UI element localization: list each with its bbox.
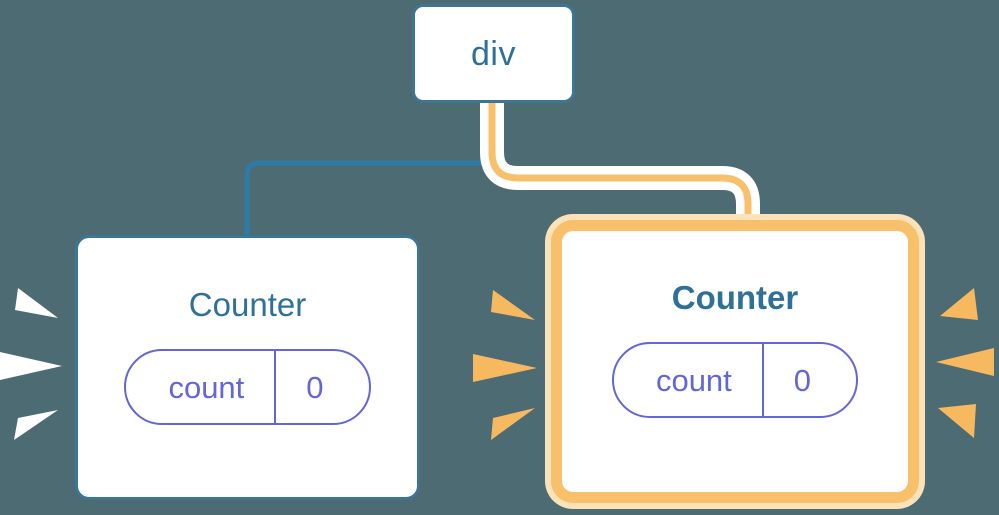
state-value: 0 [793,362,812,398]
edge-root-to-left [244,97,495,243]
node-counter-left[interactable]: Counter count 0 [75,235,420,500]
state-name: count [655,362,732,398]
burst-ray [473,354,537,382]
node-title: div [471,34,516,73]
burst-ray [940,288,978,320]
node-title: Counter [188,286,307,323]
burst-ray [0,352,62,380]
burst-right-outer [936,288,994,438]
burst-left-outer [0,288,62,440]
node-counter-right-highlight: Counter count 0 [545,214,925,509]
burst-ray [14,410,58,440]
edge-root-to-right [488,96,752,248]
state-divider [274,351,277,423]
node-div[interactable]: div [412,4,575,103]
burst-ray [491,408,535,440]
burst-center [473,290,537,440]
state-name: count [168,369,245,405]
state-value: 0 [306,369,324,405]
state-pill: count 0 [611,342,859,418]
burst-ray [938,404,976,438]
node-counter-right[interactable]: Counter count 0 [551,220,919,503]
burst-ray [936,348,994,376]
burst-ray [491,290,535,320]
burst-ray [15,288,58,318]
node-title: Counter [671,279,799,316]
state-pill: count 0 [124,349,371,425]
state-divider [761,344,764,416]
